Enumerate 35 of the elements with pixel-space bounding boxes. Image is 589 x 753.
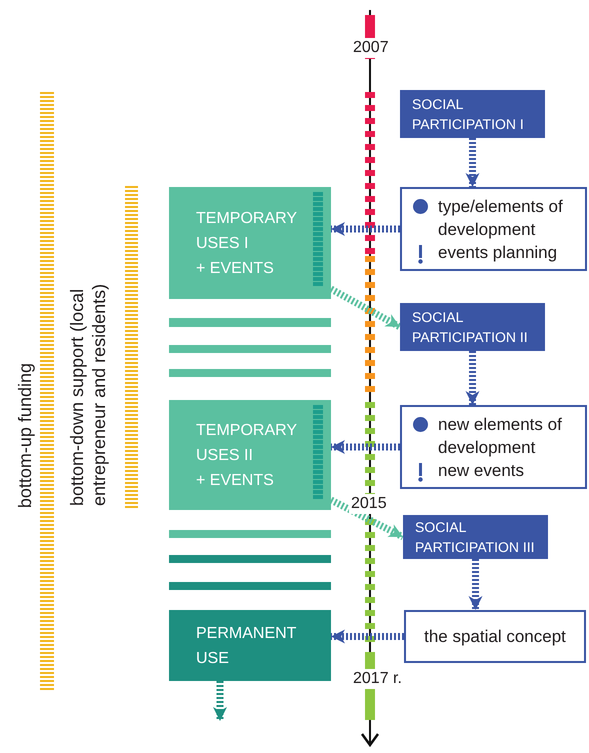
hatched-arrow [329, 286, 402, 330]
hatched-arrow [331, 630, 404, 644]
hatched-arrow [213, 681, 227, 721]
temporary-use-box [169, 187, 331, 299]
stage-title: SOCIAL PARTICIPATION III [415, 518, 536, 557]
year-label: 2007 [351, 38, 391, 58]
axis-label: bottom-down support (local entrepreneur and residents) [66, 282, 110, 506]
hatched-arrow [329, 496, 405, 540]
hatched-bar [40, 92, 54, 690]
box-text: new events [438, 460, 525, 482]
box-title: + EVENTS [196, 470, 275, 490]
permanent-use-box [169, 610, 331, 681]
stage-title: SOCIAL PARTICIPATION II [412, 308, 529, 347]
stage-box [403, 515, 548, 559]
box-text: the spatial concept [424, 626, 566, 648]
box-title: + EVENTS [196, 258, 275, 278]
outcome-box [400, 405, 587, 489]
hatched-bar [125, 186, 138, 508]
stage-box [400, 303, 545, 351]
box-title: PERMANENT USE [196, 624, 296, 668]
outcome-box [400, 187, 587, 271]
hatched-arrow [331, 440, 400, 454]
box-title: TEMPORARY USES I [196, 208, 296, 254]
temporary-use-box [169, 400, 331, 510]
outcome-box [404, 610, 586, 663]
hatched-arrow [468, 559, 482, 610]
box-title: TEMPORARY USES II [196, 420, 296, 466]
stage-box [400, 90, 545, 138]
hatched-arrow [466, 138, 480, 187]
year-label: 2015 [349, 494, 389, 514]
box-text: events planning [438, 242, 558, 264]
hatched-arrow [331, 222, 400, 236]
stage-title: SOCIAL PARTICIPATION I [412, 95, 525, 134]
axis-label: bottom-up funding [14, 362, 36, 508]
hatched-arrow [466, 351, 480, 405]
